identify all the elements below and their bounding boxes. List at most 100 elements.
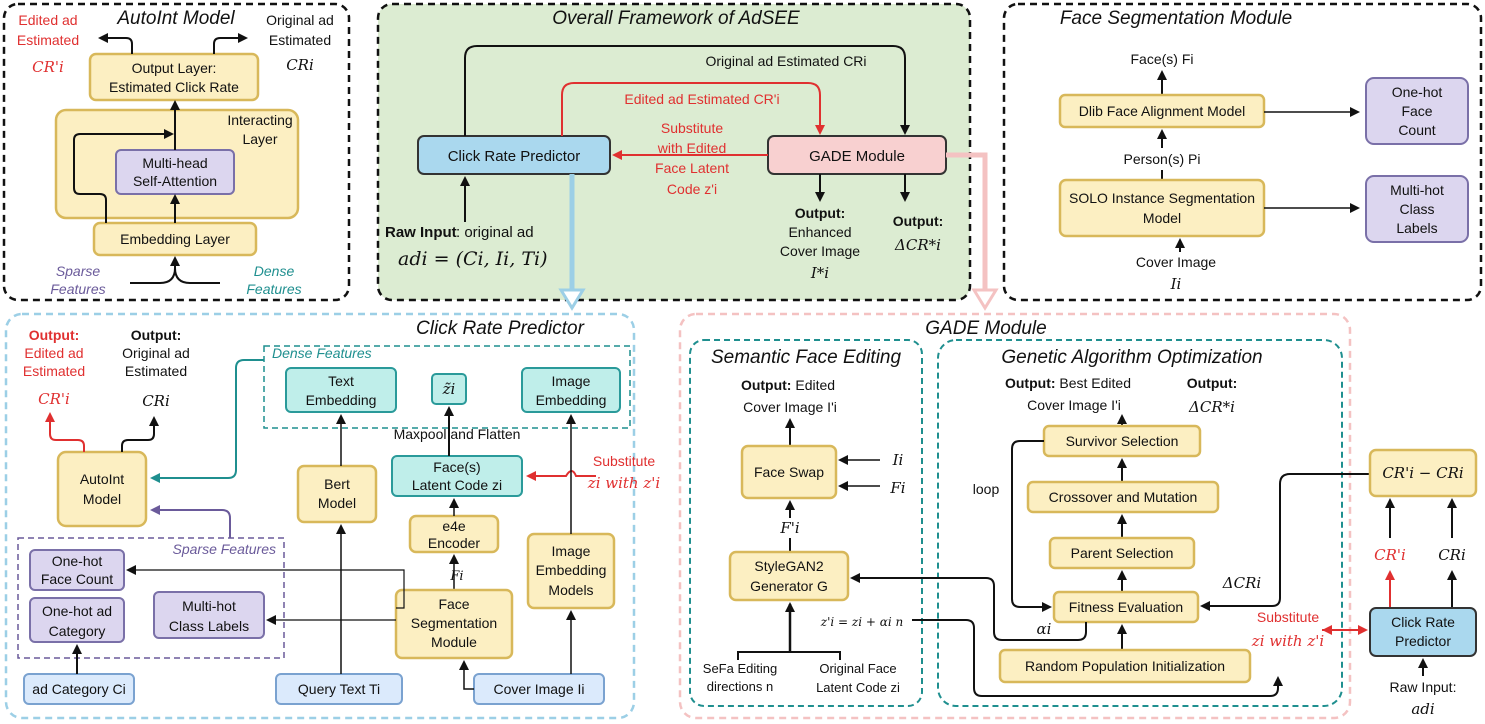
crp-autoint-edited-arrow — [45, 412, 85, 452]
gao-out-line1: Output: Best Edited — [1005, 375, 1131, 391]
gade-cr-orig-label: CRi — [1438, 546, 1466, 564]
framework-crp-label: Click Rate Predictor — [448, 148, 581, 165]
autoint-title: AutoInt Model — [116, 8, 235, 29]
gao-fitness-label: Fitness Evaluation — [1069, 599, 1183, 615]
autoint-sparse-label-2: Features — [50, 281, 105, 297]
crp-onehot-ad-1: One-hot ad — [42, 603, 112, 619]
crp-img-emb-1: Image — [552, 373, 591, 389]
gade-gao-box — [937, 339, 1343, 707]
face-seg-dlib-box — [1058, 93, 1266, 129]
face-seg-multihot-3: Labels — [1396, 220, 1437, 236]
sfe-sefa-1: SeFa Editing — [703, 661, 777, 676]
gao-delta-label: ΔCRi — [1222, 574, 1262, 592]
framework-raw-bold: Raw Input — [385, 224, 457, 241]
autoint-mhsa-label-1: Multi-head — [142, 155, 207, 171]
crp-autoint-1: AutoInt — [80, 471, 124, 487]
gao-loop-arrow — [1011, 440, 1052, 612]
face-seg-solo-box — [1058, 178, 1266, 238]
gade-crp-box — [1369, 607, 1477, 657]
framework-orig-loop-arrow — [464, 45, 910, 136]
crp-autoint-orig-arrow — [121, 416, 159, 452]
autoint-panel: AutoInt Model Edited ad Estimated CR'i O… — [2, 2, 351, 302]
sfe-stylegan-2: Generator G — [750, 578, 828, 594]
sfe-fi-label: Fi — [889, 479, 905, 497]
crp-text-emb-2: Embedding — [306, 392, 377, 408]
crp-out-orig-math: CRi — [142, 392, 170, 410]
face-seg-persons-bg — [1110, 148, 1214, 170]
crp-out-edit-bold: Output: — [29, 327, 80, 343]
framework-out1-bold: Output: — [795, 205, 846, 221]
crp-onehot-face-2: Face Count — [41, 571, 113, 587]
gao-crossover-box — [1026, 480, 1220, 514]
gade-panel: GADE Module Semantic Face Editing Geneti… — [678, 312, 1370, 720]
crp-panel-border — [4, 312, 636, 720]
autoint-orig-label-2: Estimated — [269, 32, 331, 48]
crp-text-emb-1: Text — [328, 373, 354, 389]
autoint-output-label-1: Output Layer: — [132, 60, 217, 76]
gao-fitness-to-gen — [850, 573, 1087, 641]
autoint-orig-label-1: Original ad — [266, 12, 334, 28]
face-seg-faces-label: Face(s) Fi — [1131, 51, 1194, 67]
framework-to-crp-pointer-head — [558, 288, 586, 311]
sfe-fprime-label: F'i — [779, 519, 800, 537]
face-seg-onehot-box — [1365, 77, 1469, 145]
crp-sparse-to-autoint — [150, 505, 231, 538]
crp-img-models-3: Models — [548, 582, 593, 598]
framework-to-gade-pointer — [946, 152, 988, 290]
framework-panel: Overall Framework of AdSEE Click Rate Pr… — [376, 2, 972, 302]
framework-out2-bold: Output: — [893, 213, 944, 229]
gade-crp-1: Click Rate — [1391, 614, 1455, 630]
gao-out-line2: Cover Image I'i — [1027, 397, 1121, 413]
crp-img-emb-box — [521, 367, 621, 413]
autoint-edited-label-1: Edited ad — [18, 12, 77, 28]
face-seg-dlib-label: Dlib Face Alignment Model — [1079, 103, 1246, 119]
framework-raw-rest: : original ad — [456, 224, 534, 241]
crp-bert-box — [296, 464, 378, 524]
crp-multihot-box — [153, 591, 265, 639]
crp-panel: Click Rate Predictor Output: Edited ad E… — [4, 312, 661, 720]
crp-z-tilde-box — [431, 373, 467, 405]
gao-zprime-to-crp — [912, 619, 1283, 697]
crp-img-emb-2: Embedding — [536, 392, 607, 408]
gao-loop-label: loop — [973, 481, 1000, 497]
autoint-edited-label-2: Estimated — [17, 32, 79, 48]
autoint-dense-label-1: Dense — [254, 263, 295, 279]
framework-crp-box — [417, 135, 611, 175]
face-seg-panel-border — [1002, 2, 1483, 302]
gao-out2-bold: Output: — [1187, 375, 1238, 391]
framework-out1-line3: Cover Image — [780, 243, 860, 259]
gade-diff-label: CR'i − CRi — [1382, 464, 1464, 482]
face-seg-multihot-box — [1365, 175, 1469, 243]
gao-fitness-box — [1052, 590, 1200, 624]
framework-out2-math: ΔCR*i — [894, 236, 941, 254]
face-seg-panel: Face Segmentation Module Face(s) Fi Dlib… — [1002, 2, 1483, 302]
crp-bert-2: Model — [318, 495, 356, 511]
sfe-stylegan-1: StyleGAN2 — [754, 558, 823, 574]
crp-bert-1: Bert — [324, 476, 350, 492]
crp-sub-1: Substitute — [593, 453, 655, 469]
crp-img-models-2: Embedding — [536, 562, 607, 578]
crp-sub-arrow — [526, 470, 596, 481]
face-seg-cover-label: Cover Image — [1136, 254, 1216, 270]
framework-edited-loop-arrow — [561, 82, 825, 136]
gade-title: GADE Module — [925, 318, 1046, 339]
sfe-out-line2: Cover Image I'i — [743, 399, 837, 415]
crp-sub-2: zi with z'i — [587, 474, 661, 492]
crp-ad-cat-box — [23, 673, 135, 705]
autoint-interacting-label-1: Interacting — [227, 112, 292, 128]
face-seg-multihot-1: Multi-hot — [1390, 182, 1444, 198]
crp-query-label: Query Text Ti — [298, 681, 380, 697]
autoint-sparse-label-1: Sparse — [56, 263, 101, 279]
face-seg-multihot-2: Class — [1399, 201, 1434, 217]
crp-out-orig-1: Original ad — [122, 345, 190, 361]
crp-onehot-face-box — [29, 549, 125, 591]
gade-sfe-box — [689, 339, 923, 707]
sfe-title: Semantic Face Editing — [711, 347, 902, 368]
crp-multihot-2: Class Labels — [169, 618, 249, 634]
framework-sub-label-2: with Edited — [657, 140, 726, 156]
crp-autoint-2: Model — [83, 491, 121, 507]
crp-z-tilde-label: z̃i — [442, 380, 456, 398]
crp-e4e-1: e4e — [442, 518, 466, 534]
